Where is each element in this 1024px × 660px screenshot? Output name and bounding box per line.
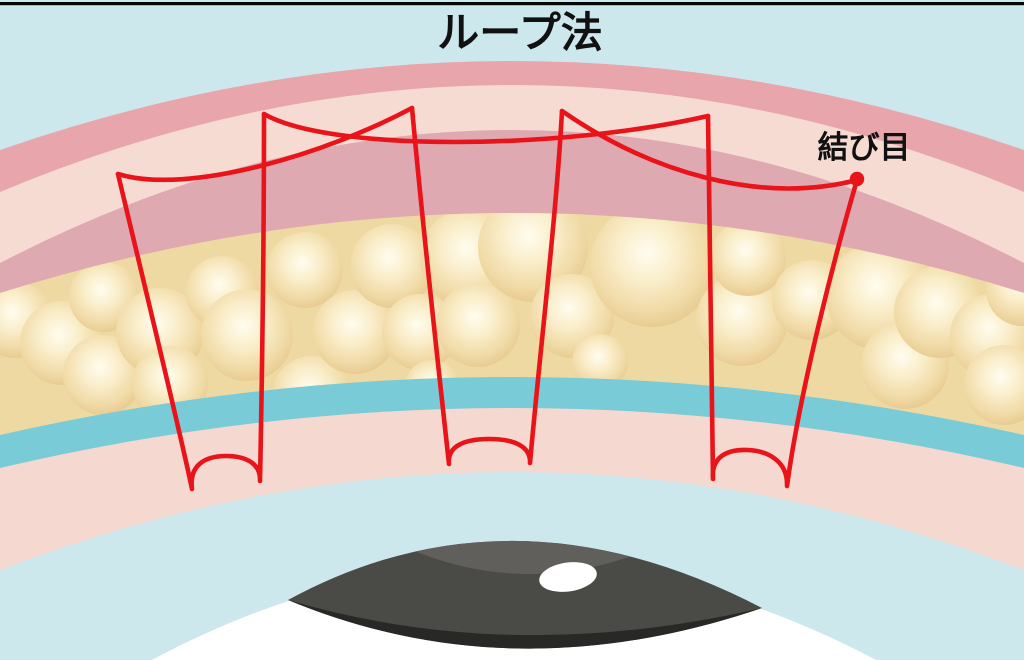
tissue-layers — [0, 61, 1024, 660]
iris-bottom-rim — [288, 600, 762, 649]
thread-loop-3 — [705, 113, 860, 489]
thread-loop-1 — [115, 111, 267, 492]
thread-span-2 — [261, 111, 711, 145]
eyeball — [151, 540, 877, 660]
thread-span-3 — [559, 108, 860, 191]
top-border-line — [0, 2, 1024, 6]
fat-globules — [0, 213, 1024, 435]
iris — [288, 540, 762, 649]
knot-dot — [849, 171, 865, 187]
iris-highlight — [539, 562, 597, 592]
suture-thread — [115, 105, 860, 492]
knot-label: 結び目 — [818, 130, 911, 166]
page-title: ループ法 — [437, 8, 602, 57]
thread-span-1 — [115, 105, 415, 183]
thread-loop-2 — [409, 105, 565, 467]
iris-top-light-region — [405, 540, 632, 574]
